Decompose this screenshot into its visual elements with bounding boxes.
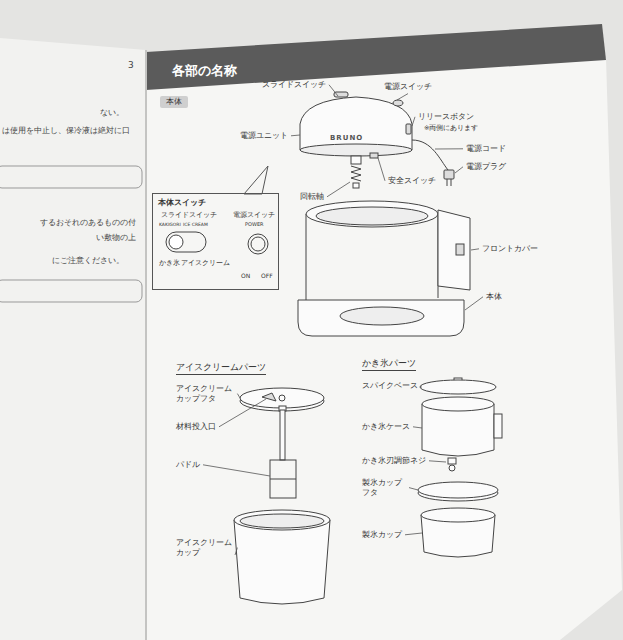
- switch-label: ICE CREAM: [183, 222, 208, 227]
- switch-label: OFF: [261, 272, 273, 279]
- page-text: い敷物の上: [96, 233, 136, 243]
- part-label: かき氷ケース: [362, 422, 410, 432]
- tag-text: 本体: [166, 97, 182, 107]
- part-label: スパイクベース: [362, 381, 418, 391]
- leader-line: [409, 488, 418, 490]
- leader-line: [429, 461, 446, 462]
- ice-cream-parts: [234, 388, 330, 604]
- part-label: フロントカバー: [482, 244, 538, 254]
- shaved-ice-parts: [418, 378, 502, 557]
- part-label: かき氷刃調節ネジ: [362, 456, 426, 466]
- page-fold: [145, 50, 147, 640]
- leader-line: [203, 465, 270, 476]
- header-band: [146, 24, 606, 90]
- leader-line: [378, 158, 385, 181]
- right-page: [146, 58, 622, 640]
- part-note: ※両側にあります: [424, 125, 478, 133]
- note-box: [0, 280, 142, 302]
- part-label: 電源コード: [466, 144, 506, 154]
- section-title: 各部の名称: [172, 63, 237, 79]
- part-label: スライドスイッチ: [262, 80, 326, 90]
- leader-line: [405, 533, 422, 535]
- brand-logo: BRUNO: [330, 134, 363, 142]
- part-label: 製氷カップ: [362, 530, 402, 540]
- leader-line: [235, 548, 237, 555]
- part-label: リリースボタン: [418, 112, 474, 122]
- part-label: アイスクリーム カップ: [176, 538, 234, 557]
- switch-label: かき氷: [159, 260, 180, 268]
- callout-tail: [244, 166, 268, 194]
- part-label: 安全スイッチ: [388, 176, 436, 186]
- part-label: パドル: [176, 460, 200, 470]
- switch-label: ON: [241, 272, 250, 279]
- section-heading: かき氷パーツ: [362, 358, 416, 371]
- switch-symbols: [166, 232, 268, 254]
- page-text: は使用を中止し、保冷液は絶対に口: [2, 126, 130, 136]
- leader-line: [435, 148, 463, 149]
- switch-label: 電源スイッチ: [233, 212, 275, 220]
- switch-inset: 本体スイッチスライドスイッチ KAKIGORIICE CREAM 電源スイッチPOW…: [152, 193, 279, 290]
- part-label: 材料投入口: [176, 422, 216, 432]
- power-unit: [300, 92, 454, 188]
- leader-line: [471, 249, 479, 250]
- left-page: [0, 38, 146, 640]
- leader-line: [291, 135, 300, 137]
- switch-label: スライドスイッチ: [161, 212, 217, 220]
- note-box: [0, 166, 142, 188]
- page-text: するおそれのあるものの付: [40, 218, 136, 228]
- leader-line: [412, 117, 415, 126]
- leader-line: [455, 167, 463, 173]
- section-heading: アイスクリームパーツ: [176, 362, 266, 375]
- page-text: にご注意ください。: [52, 256, 124, 266]
- inset-heading: 本体スイッチ: [158, 198, 206, 208]
- leader-line: [237, 394, 240, 398]
- leader-line: [421, 386, 422, 388]
- section-tag: 本体: [160, 96, 188, 108]
- part-label: 本体: [486, 292, 502, 302]
- leader-line: [327, 182, 350, 197]
- page-number: 3: [128, 60, 134, 71]
- leader-line: [219, 399, 266, 427]
- part-label: 回転軸: [300, 192, 324, 202]
- switch-label: KAKIGORI: [159, 222, 181, 227]
- leader-line: [465, 297, 483, 310]
- part-label: 電源ユニット: [240, 131, 288, 141]
- main-body: [298, 201, 470, 336]
- page-text: ない。: [100, 108, 124, 118]
- leader-line: [329, 85, 338, 96]
- leader-line: [397, 94, 408, 100]
- switch-label: POWER: [245, 221, 264, 227]
- part-label: 製氷カップ フタ: [362, 478, 406, 497]
- switch-label: アイスクリーム: [181, 260, 230, 268]
- part-label: アイスクリーム カップフタ: [176, 384, 234, 403]
- leader-line: [413, 427, 422, 428]
- part-label: 電源スイッチ: [384, 82, 432, 92]
- part-label: 電源プラグ: [466, 162, 506, 172]
